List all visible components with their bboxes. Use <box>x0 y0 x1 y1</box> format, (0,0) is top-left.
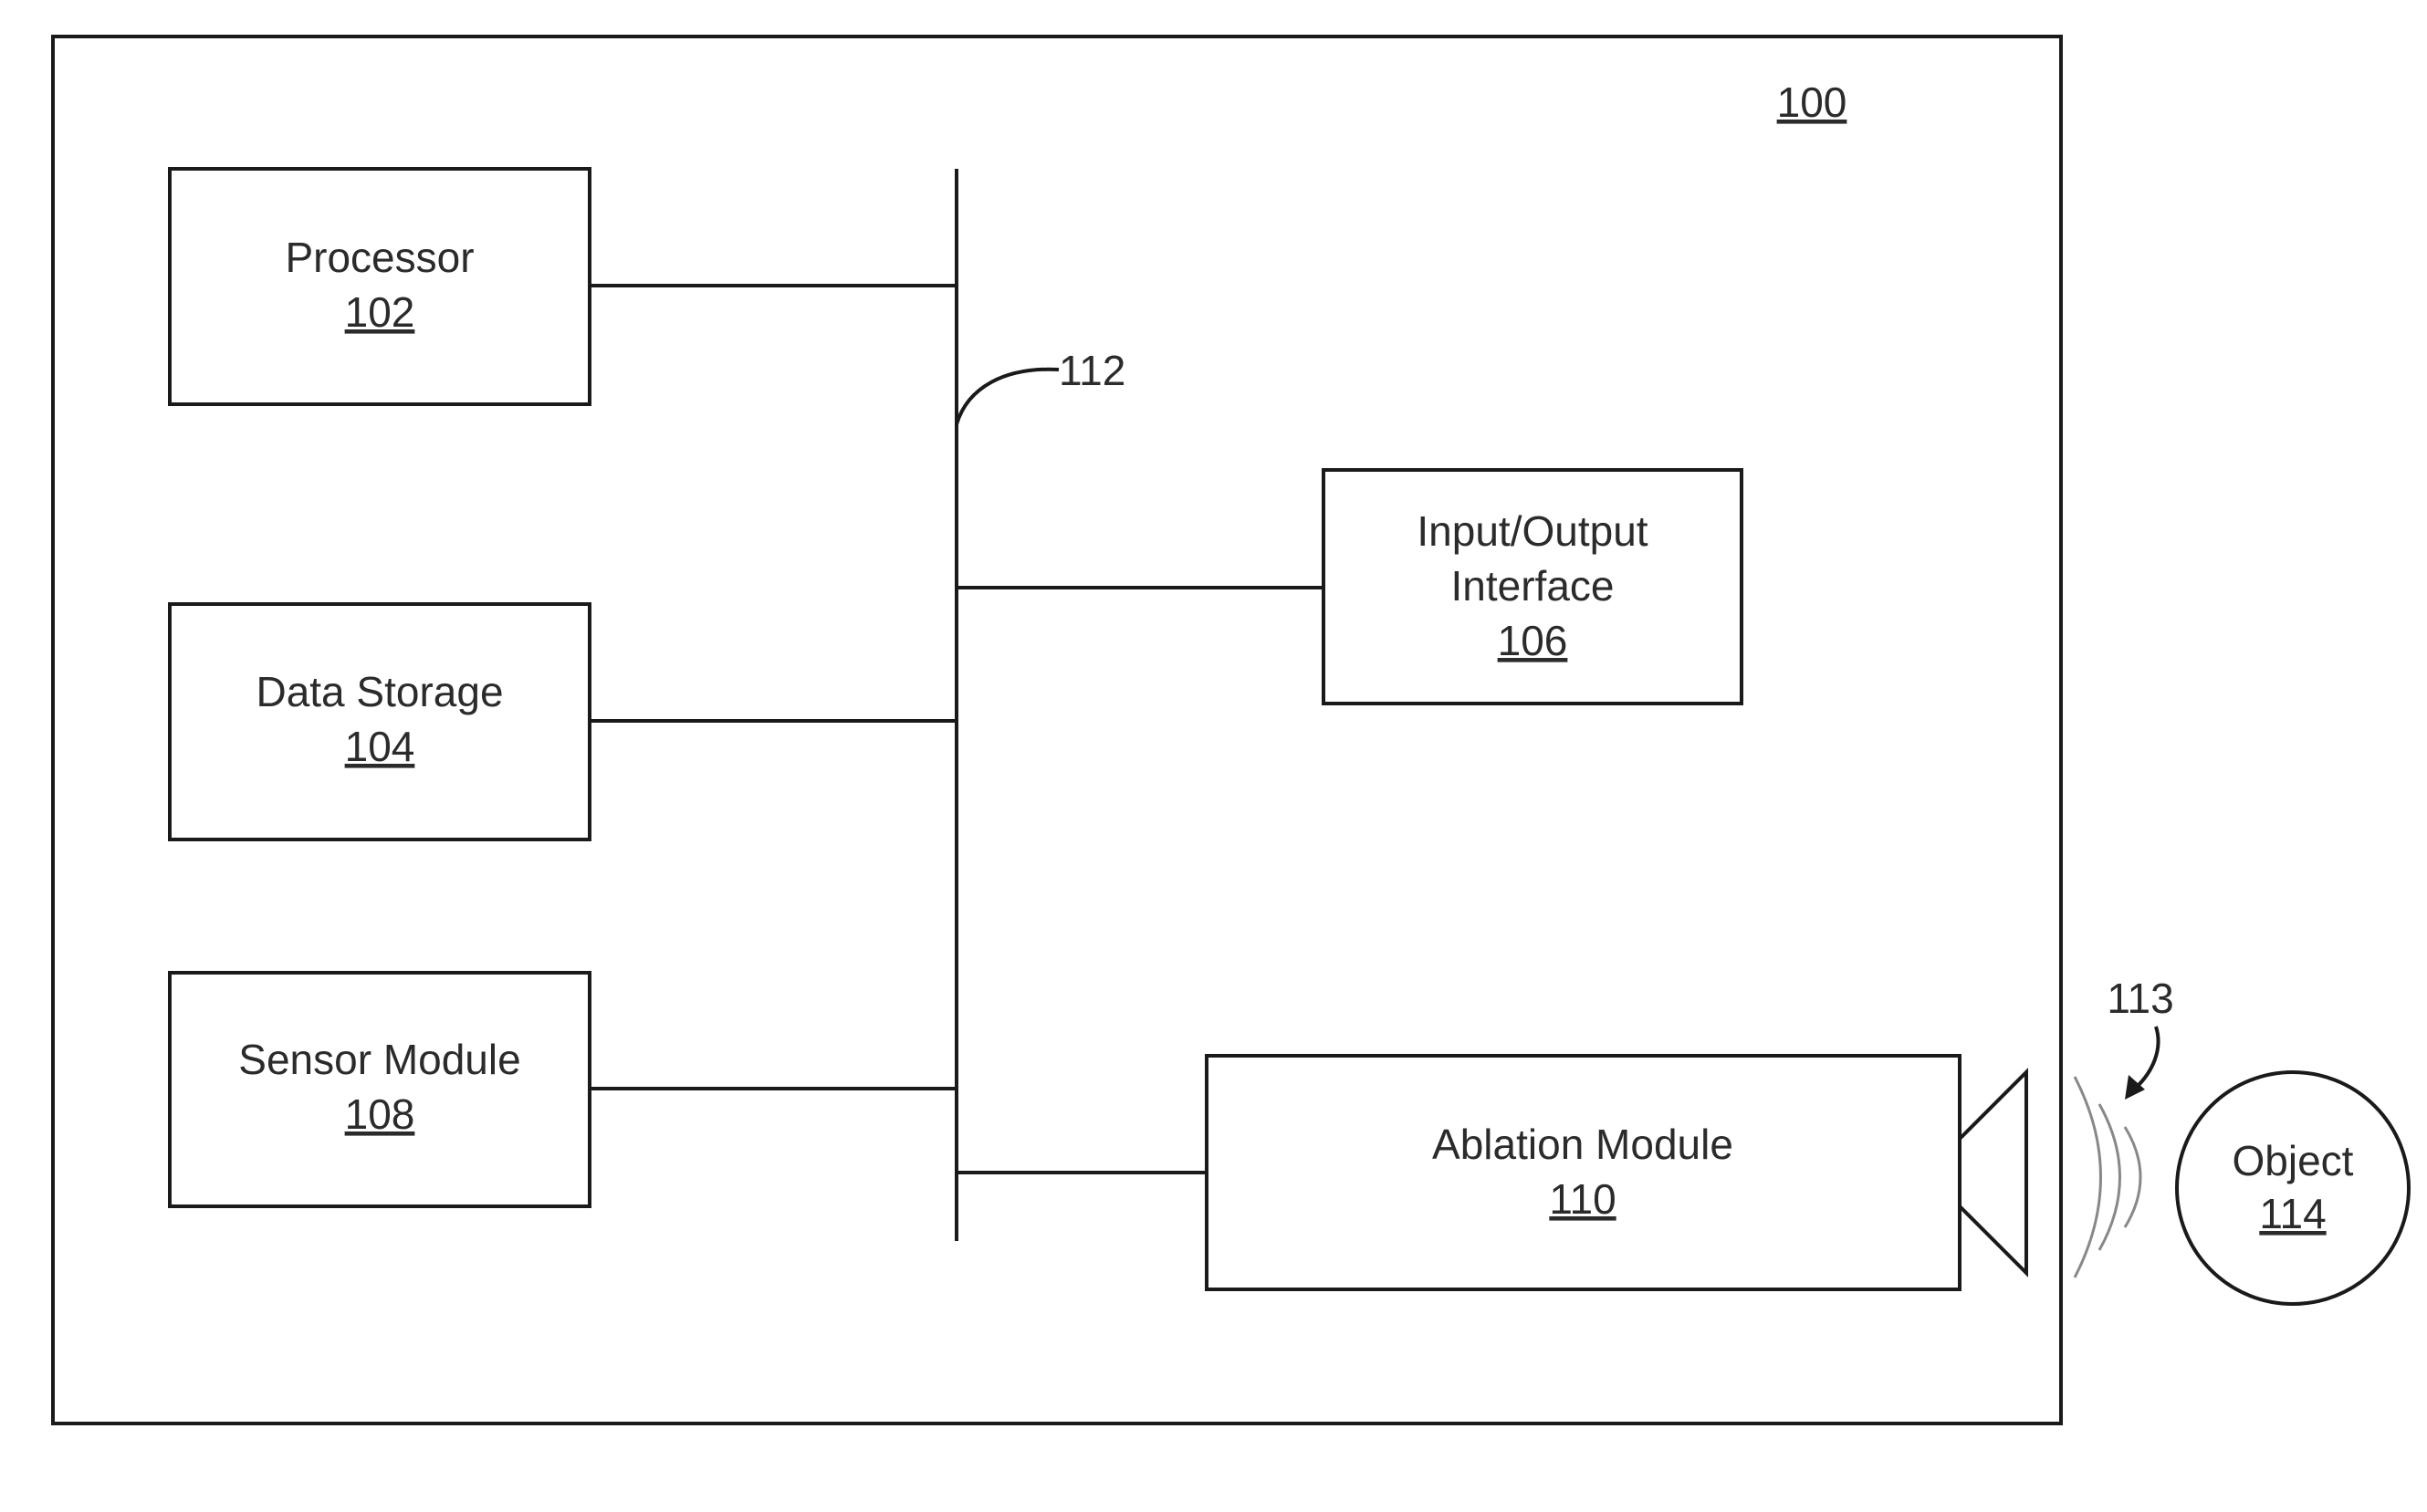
data-storage-ref: 104 <box>345 723 415 770</box>
processor-label: Processor <box>285 234 474 281</box>
system-ref-label: 100 <box>1777 78 1847 126</box>
signal-ref-arrow-shaft <box>2136 1027 2159 1088</box>
bus-ref-label: 112 <box>1059 347 1125 394</box>
data-storage-label: Data Storage <box>256 668 503 715</box>
sensor-module-label: Sensor Module <box>238 1036 520 1083</box>
emitter-horn <box>1960 1072 2026 1273</box>
io-interface-label-line1: Input/Output <box>1417 507 1648 555</box>
object-ref: 114 <box>2259 1190 2326 1237</box>
signal-wave-2 <box>2099 1104 2120 1250</box>
io-interface-ref: 106 <box>1498 617 1568 664</box>
signal-waves <box>2075 1077 2140 1277</box>
processor-ref: 102 <box>345 288 415 336</box>
processor-box <box>170 169 590 404</box>
object-circle <box>2177 1072 2409 1304</box>
io-interface-label-line2: Interface <box>1451 562 1615 610</box>
signal-ref-label: 113 <box>2107 975 2173 1022</box>
signal-wave-3 <box>2125 1127 2140 1227</box>
sensor-module-box <box>170 973 590 1206</box>
bus-leader-line <box>957 370 1059 424</box>
data-storage-box <box>170 604 590 839</box>
sensor-module-ref: 108 <box>345 1090 415 1138</box>
ablation-module-box <box>1207 1056 1960 1289</box>
ablation-module-ref: 110 <box>1549 1175 1616 1223</box>
ablation-module-label: Ablation Module <box>1432 1121 1733 1168</box>
signal-wave-1 <box>2075 1077 2101 1277</box>
object-label: Object <box>2233 1137 2354 1184</box>
